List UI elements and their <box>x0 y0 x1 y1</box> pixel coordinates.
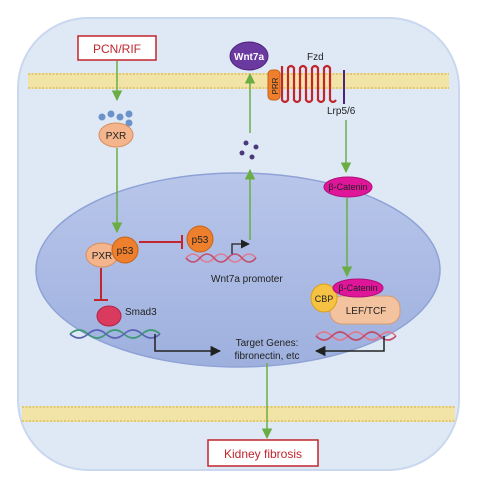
inhibit-p53 <box>139 235 183 249</box>
pxr-cytoplasm <box>98 122 134 148</box>
p53-complex <box>111 236 139 264</box>
lef-tcf-label: LEF/TCF <box>346 306 387 317</box>
p53-bound <box>186 225 214 253</box>
target-genes-line2: fibronectin, etc <box>234 351 299 362</box>
transcription-start-arrow <box>231 239 250 254</box>
wnt7a-dots <box>239 140 259 160</box>
pcn-rif-label: PCN/RIF <box>93 42 141 56</box>
prr-receptor <box>267 69 281 101</box>
lrp56-label: Lrp5/6 <box>327 106 356 117</box>
arrow-left-dna-to-targets <box>154 334 222 357</box>
inhibit-smad3 <box>94 268 108 301</box>
wnt7a-ligand <box>229 41 269 71</box>
pxr-nucleus-label: PXR <box>92 251 113 262</box>
p53-bound-label: p53 <box>192 235 209 246</box>
kidney-fibrosis-label: Kidney fibrosis <box>224 447 302 461</box>
beta-catenin-cytoplasm <box>323 176 373 198</box>
kidney-fibrosis-box <box>207 439 319 467</box>
wnt7a-ligand-label: Wnt7a <box>234 52 264 63</box>
wnt7a-promoter-label: Wnt7a promoter <box>211 274 283 285</box>
pxr-cytoplasm-label: PXR <box>106 131 127 142</box>
beta-catenin-nucleus <box>332 278 384 298</box>
cbp <box>310 283 338 313</box>
bottom-membrane <box>22 406 455 422</box>
wnt7a-promoter-dna <box>185 253 257 263</box>
cbp-label: CBP <box>315 294 334 304</box>
fzd-label: Fzd <box>307 52 324 63</box>
p53-complex-label: p53 <box>117 246 134 257</box>
arrow-right-dna-to-targets <box>314 336 385 357</box>
prr-label: PRR <box>271 77 280 94</box>
beta-catenin-cytoplasm-label: β-Catenin <box>328 182 367 192</box>
ligand-dots <box>98 110 133 127</box>
top-membrane <box>28 73 449 89</box>
fzd-receptor <box>280 64 337 104</box>
target-genes-line1: Target Genes: <box>236 338 299 349</box>
beta-catenin-nucleus-label: β-Catenin <box>338 283 377 293</box>
smad3-label: Smad3 <box>125 307 157 318</box>
pcn-rif-box <box>77 35 157 61</box>
left-dna <box>69 329 161 339</box>
right-dna <box>315 331 397 341</box>
smad3 <box>96 305 122 327</box>
